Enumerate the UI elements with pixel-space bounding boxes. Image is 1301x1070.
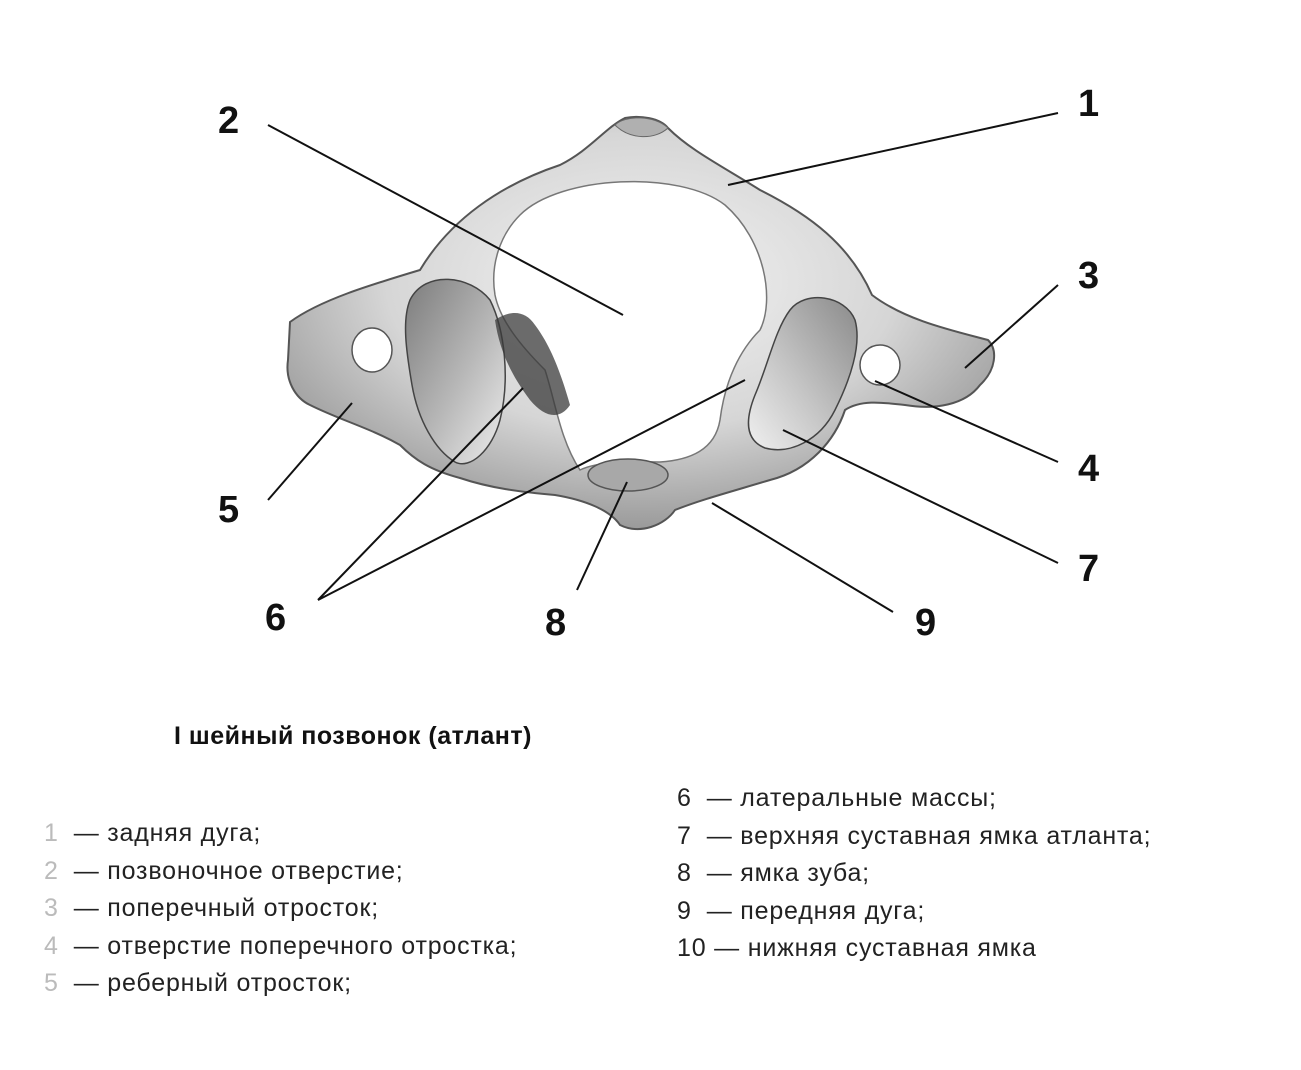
figure-caption: I шейный позвонок (атлант) xyxy=(174,722,532,750)
left-superior-articular-fossa xyxy=(404,278,506,465)
legend-text: — латеральные массы; xyxy=(706,784,997,812)
legend-text: — ямка зуба; xyxy=(706,859,870,887)
legend-text: — позвоночное отверстие; xyxy=(73,856,404,885)
legend-text: — передняя дуга; xyxy=(706,896,926,925)
legend-item: 6 — латеральные массы; xyxy=(677,780,1151,818)
legend-number: 10 xyxy=(677,934,707,962)
leader-9 xyxy=(711,502,894,613)
fovea-dentis xyxy=(587,458,669,492)
vertebra-bone xyxy=(286,115,996,530)
legend-text: — поперечный отросток; xyxy=(73,894,379,922)
leader-8 xyxy=(576,481,628,591)
callout-1: 1 xyxy=(1078,83,1099,125)
left-transverse-foramen xyxy=(351,327,393,373)
posterior-tubercle xyxy=(614,117,669,138)
legend-number: 7 xyxy=(677,821,692,850)
legend-number: 5 xyxy=(44,969,59,997)
legend-item: 5 — реберный отросток; xyxy=(44,965,517,1003)
callout-8: 8 xyxy=(545,602,566,644)
callout-3: 3 xyxy=(1078,255,1099,297)
legend-number: 9 xyxy=(677,896,692,925)
callout-9: 9 xyxy=(915,602,936,644)
callout-7: 7 xyxy=(1078,548,1099,590)
legend-item: 8 — ямка зуба; xyxy=(677,855,1151,893)
legend-text: — реберный отросток; xyxy=(73,969,352,997)
left-lateral-mass-texture xyxy=(495,313,570,416)
leader-3 xyxy=(964,284,1059,369)
legend-text: — задняя дуга; xyxy=(73,819,262,847)
legend-item: 4 — отверстие поперечного отростка; xyxy=(44,928,517,966)
callout-2: 2 xyxy=(218,100,239,142)
atlas-vertebra-illustration: 1 2 3 4 5 6 7 8 9 xyxy=(218,83,1099,644)
leader-6b xyxy=(317,379,746,601)
legend-text: — нижняя суставная ямка xyxy=(714,934,1037,962)
legend-text: — отверстие поперечного отростка; xyxy=(73,931,518,960)
legend-item: 2 — позвоночное отверстие; xyxy=(44,853,517,891)
legend-item: 9 — передняя дуга; xyxy=(677,893,1151,931)
legend-left-column: 1 — задняя дуга; 2 — позвоночное отверст… xyxy=(44,815,517,1003)
legend-number: 4 xyxy=(44,931,59,960)
legend-right-column: 6 — латеральные массы; 7 — верхняя суста… xyxy=(677,780,1151,968)
callout-6: 6 xyxy=(265,597,286,639)
callout-numbers: 1 2 3 4 5 6 7 8 9 xyxy=(218,83,1099,644)
leader-lines xyxy=(267,112,1059,613)
legend-item: 7 — верхняя суставная ямка атланта; xyxy=(677,818,1151,856)
leader-2 xyxy=(267,124,624,316)
callout-5: 5 xyxy=(218,489,239,531)
legend-number: 3 xyxy=(44,894,59,922)
leader-7 xyxy=(782,429,1059,564)
callout-4: 4 xyxy=(1078,448,1099,490)
legend-text: — верхняя суставная ямка атланта; xyxy=(706,821,1152,850)
legend-item: 10 — нижняя суставная ямка xyxy=(677,930,1151,968)
leader-4 xyxy=(874,380,1059,463)
right-transverse-foramen xyxy=(859,344,901,386)
leader-1 xyxy=(727,112,1059,186)
leader-5 xyxy=(267,402,353,501)
legend-number: 2 xyxy=(44,856,59,885)
legend-number: 8 xyxy=(677,859,692,887)
legend-item: 3 — поперечный отросток; xyxy=(44,890,517,928)
leader-6a xyxy=(317,387,524,601)
legend-number: 1 xyxy=(44,819,59,847)
right-superior-articular-fossa xyxy=(747,296,858,451)
legend-item: 1 — задняя дуга; xyxy=(44,815,517,853)
legend-number: 6 xyxy=(677,784,692,812)
